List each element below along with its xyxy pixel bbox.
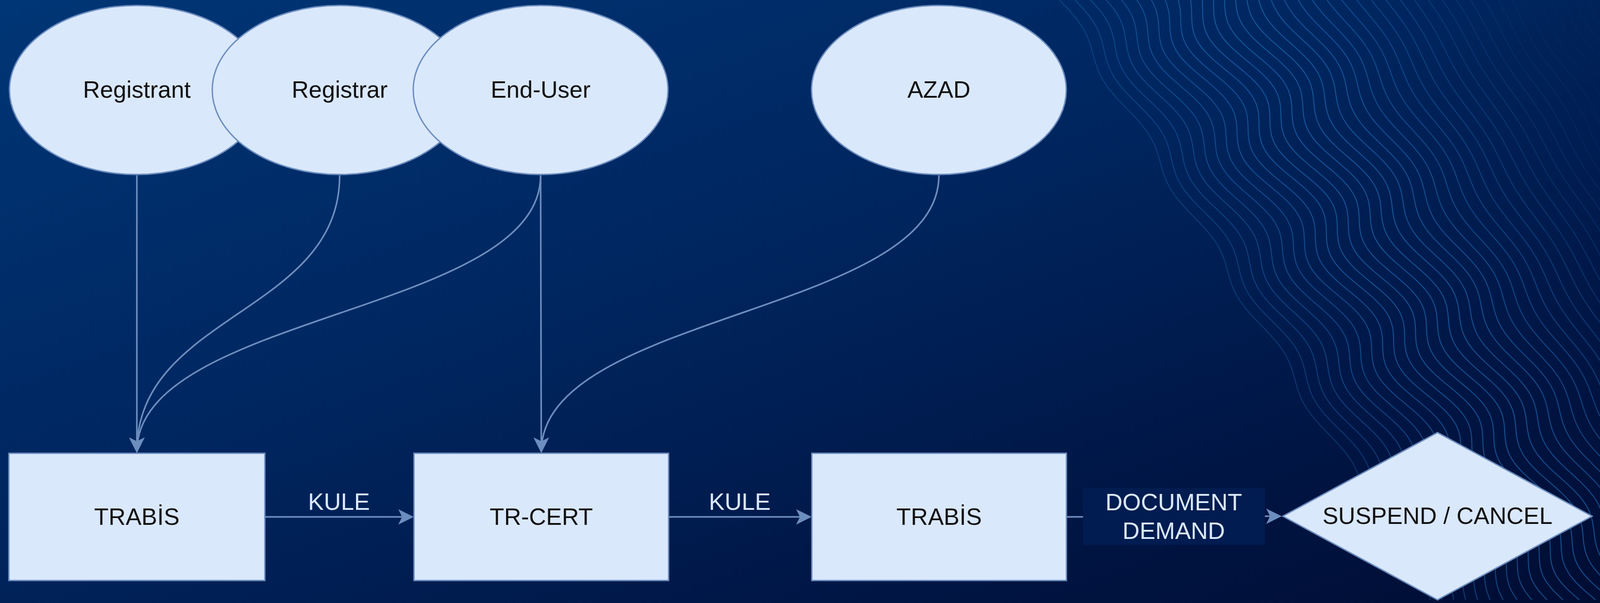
edge-label: KULE	[704, 487, 776, 517]
wave-line	[1271, 0, 1600, 601]
diamond-shape	[1282, 432, 1592, 601]
connector	[136, 175, 340, 452]
decision-diamond: SUSPEND / CANCEL	[1281, 431, 1594, 602]
connector	[541, 175, 940, 452]
connector	[540, 175, 542, 452]
process-box: TRABİS	[8, 452, 266, 582]
connector	[135, 175, 138, 452]
ellipse-shape	[413, 5, 668, 175]
wave-line	[1589, 0, 1600, 601]
connector	[265, 516, 413, 519]
node-label: AZAD	[907, 76, 971, 104]
connector	[136, 175, 541, 452]
wave-line	[1224, 0, 1596, 601]
connector	[669, 516, 811, 519]
node-label: TR-CERT	[489, 503, 593, 532]
node-label: TRABİS	[94, 503, 180, 532]
wave-line	[1235, 0, 1600, 601]
node-label: Registrant	[83, 76, 191, 104]
edge-label: DOCUMENT DEMAND	[1083, 488, 1265, 546]
wave-line	[1258, 0, 1600, 601]
node-label: Registrar	[291, 76, 388, 104]
ellipse-shape	[811, 5, 1067, 175]
actor-ellipse: AZAD	[810, 4, 1068, 176]
wave-line	[1247, 0, 1600, 601]
edge-label: KULE	[303, 487, 375, 517]
process-box: TR-CERT	[413, 452, 670, 582]
actor-ellipse: End-User	[411, 4, 670, 176]
node-label: End-User	[490, 76, 591, 104]
node-label: SUSPEND / CANCEL	[1322, 502, 1553, 531]
process-box: TRABİS	[811, 452, 1068, 582]
node-label: TRABİS	[896, 503, 983, 532]
